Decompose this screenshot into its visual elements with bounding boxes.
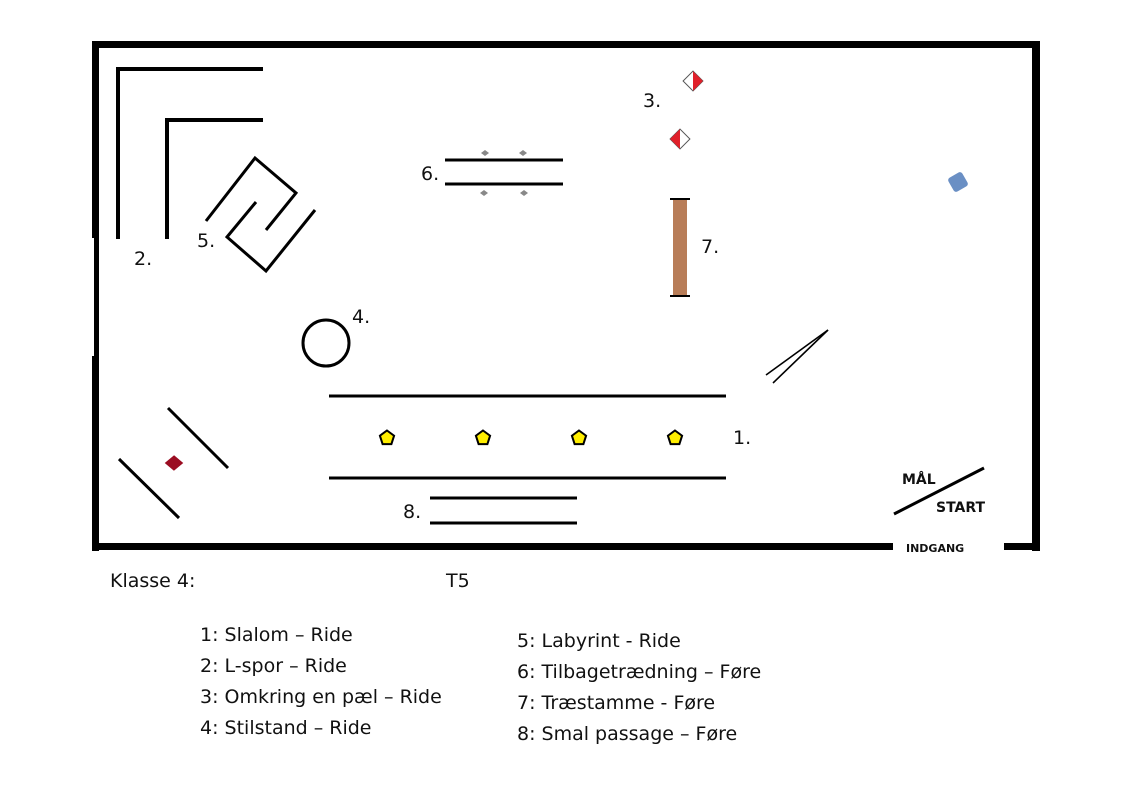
backing-marker — [520, 190, 528, 196]
station-omkring-pael — [669, 70, 704, 150]
wall-left-upper — [92, 41, 99, 238]
legend-right: 5: Labyrint - Ride 6: Tilbagetrædning – … — [517, 626, 761, 750]
station-3-number: 3. — [643, 90, 661, 112]
legend-item: 5: Labyrint - Ride — [517, 630, 681, 652]
finish-label: MÅL — [902, 471, 936, 488]
station-5-number: 5. — [197, 230, 215, 252]
backing-marker — [519, 150, 527, 156]
start-label: START — [936, 500, 986, 516]
legend-item: 7: Træstamme - Føre — [517, 692, 716, 714]
start-finish-line — [893, 466, 985, 516]
slalom-cone — [570, 429, 588, 446]
labyrint-inner-wall — [224, 201, 317, 274]
wall-right — [1032, 41, 1040, 551]
station-l-spor — [116, 67, 263, 239]
stilstand-circle — [301, 318, 351, 368]
backing-marker — [481, 150, 489, 156]
lower-gate-line-1 — [166, 406, 230, 470]
legend-left: 1: Slalom – Ride 2: L-spor – Ride 3: Omk… — [200, 620, 442, 744]
legend-item: 4: Stilstand – Ride — [200, 717, 372, 739]
wall-left-middle — [94, 238, 99, 356]
arena-walls — [92, 41, 1040, 551]
legend-item: 2: L-spor – Ride — [200, 655, 347, 677]
lower-left-gate — [117, 406, 230, 520]
lower-gate-line-2 — [117, 457, 181, 520]
legend-item: 6: Tilbagetrædning – Føre — [517, 661, 762, 683]
backing-marker — [480, 190, 488, 196]
station-1-number: 1. — [733, 427, 751, 449]
pole-marker — [669, 128, 691, 150]
station-slalom — [329, 394, 726, 480]
station-7-number: 7. — [701, 236, 719, 258]
slalom-cone — [666, 429, 684, 446]
diagonal-gate — [765, 329, 829, 384]
station-traestamme — [670, 198, 690, 297]
station-smal-passage — [430, 496, 577, 525]
station-8-number: 8. — [403, 501, 421, 523]
entrance-label: INDGANG — [906, 542, 964, 555]
station-4-number: 4. — [352, 306, 370, 328]
legend-item: 1: Slalom – Ride — [200, 624, 353, 646]
red-marker — [164, 455, 184, 471]
tree-trunk — [673, 199, 687, 296]
gate-line-1 — [765, 329, 829, 376]
station-6-number: 6. — [421, 163, 439, 185]
slalom-cone — [474, 429, 492, 446]
wall-left-lower — [92, 356, 99, 551]
station-tilbagetraedning — [445, 150, 563, 196]
pole-marker — [682, 70, 704, 92]
blue-marker — [948, 172, 968, 192]
legend-item: 3: Omkring en pæl – Ride — [200, 686, 442, 708]
labyrint-outer-wall — [204, 155, 299, 231]
station-labyrint — [204, 155, 317, 274]
wall-bottom-right — [1004, 543, 1040, 550]
wall-top — [92, 41, 1040, 48]
course-code: T5 — [446, 570, 470, 592]
gate-line-2 — [772, 329, 829, 384]
station-2-number: 2. — [134, 248, 152, 270]
wall-bottom-left — [92, 543, 893, 550]
l-spor-outer-rail — [116, 67, 263, 239]
slalom-cone — [378, 429, 396, 446]
legend-item: 8: Smal passage – Føre — [517, 723, 738, 745]
l-spor-inner-rail — [165, 118, 263, 239]
class-label: Klasse 4: — [110, 570, 196, 592]
